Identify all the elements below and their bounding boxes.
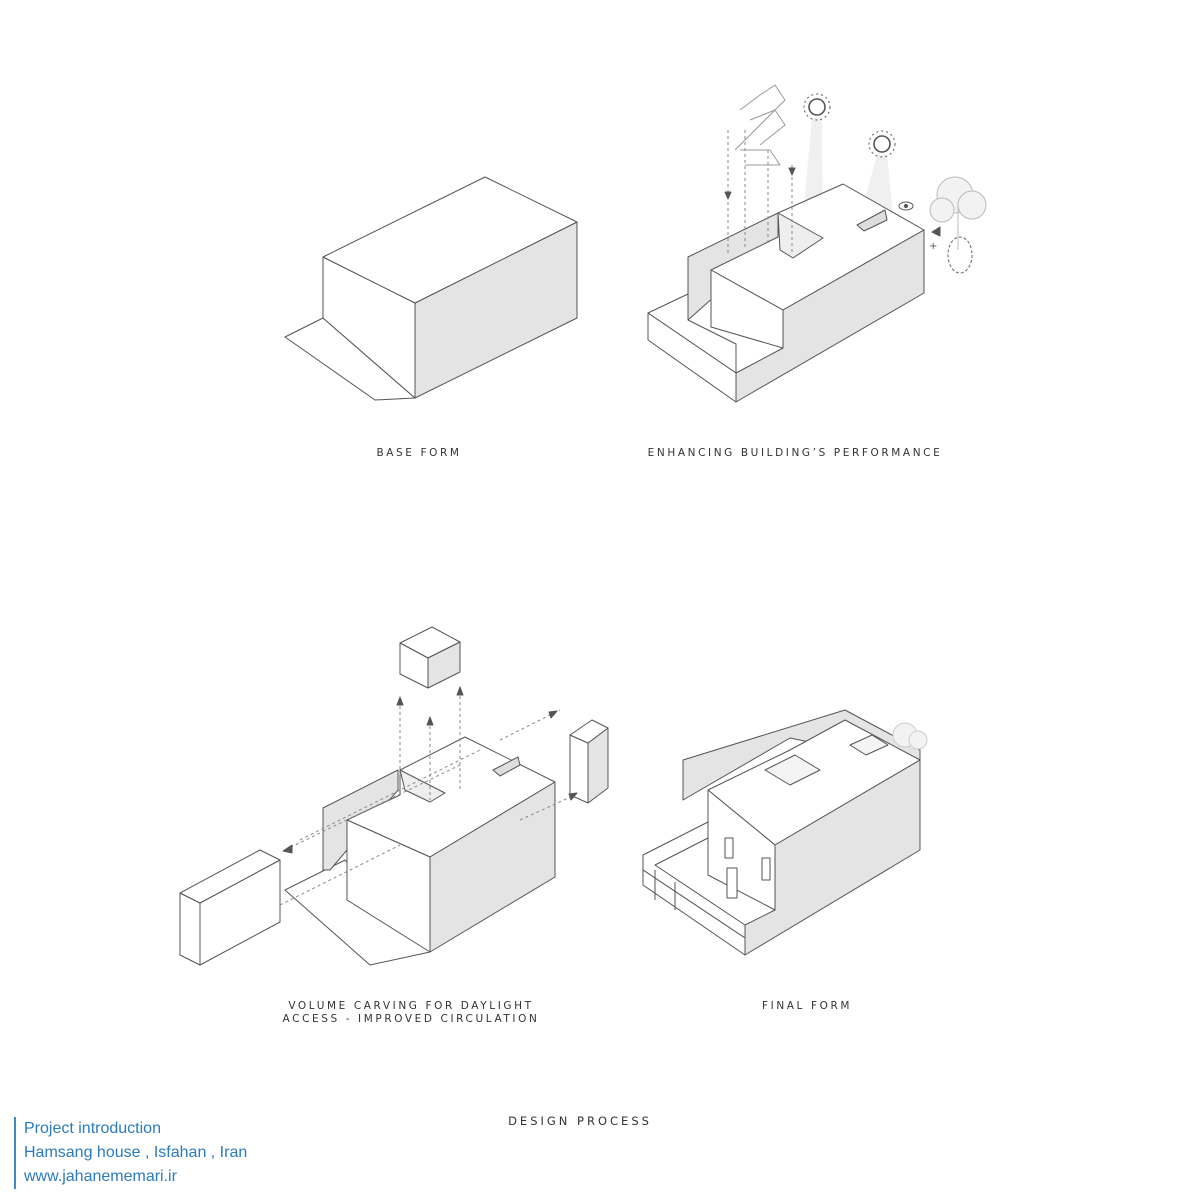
- base-form-diagram: [284, 176, 578, 401]
- project-footer: Project introduction Hamsang house , Isf…: [14, 1117, 247, 1189]
- arrow-down-icon: [788, 167, 796, 176]
- footer-line1: Project introduction: [24, 1120, 161, 1137]
- window: [724, 837, 734, 859]
- footer-website-link[interactable]: www.jahanememari.ir: [24, 1168, 177, 1185]
- plus-icon: +: [929, 241, 937, 252]
- sun-icon: [803, 93, 831, 121]
- roof-cut: [856, 209, 888, 232]
- page-title: DESIGN PROCESS: [508, 1114, 652, 1128]
- caption-carving-line2: ACCESS - IMPROVED CIRCULATION: [282, 1013, 540, 1025]
- right-slab-front: [569, 734, 589, 804]
- arrow-left-icon: [931, 226, 941, 237]
- courtyard-base: [642, 869, 746, 956]
- roof-box: [849, 734, 889, 756]
- caption-carving: VOLUME CARVING FOR DAYLIGHT ACCESS - IMP…: [283, 1000, 540, 1026]
- roof-box: [764, 754, 821, 786]
- tree-icon: [892, 722, 928, 750]
- right-slab-top: [569, 719, 609, 744]
- arrow-up-icon: [396, 696, 404, 706]
- roof-cut: [492, 756, 521, 777]
- enhancing-diagram: +: [647, 84, 987, 403]
- arrow-up-icon: [456, 686, 464, 696]
- door: [726, 867, 738, 899]
- left-slab-front: [179, 892, 201, 966]
- void: [777, 212, 824, 259]
- staircase-icon: [734, 84, 786, 166]
- footer-line2: Hamsang house , Isfahan , Iran: [24, 1144, 248, 1161]
- carving-diagram: [179, 626, 609, 966]
- tree-icon: [929, 176, 987, 274]
- arrow-right-icon: [568, 792, 578, 801]
- sun-icon: [868, 130, 896, 158]
- void: [399, 769, 446, 803]
- courtyard-box: [647, 312, 737, 403]
- front-face: [346, 819, 431, 953]
- box-top-face: [322, 176, 578, 304]
- arrow-left-icon: [282, 844, 293, 854]
- arrow-down-icon: [724, 191, 732, 200]
- arrow-right-icon: [548, 710, 558, 719]
- front-cube: [710, 269, 784, 349]
- caption-carving-line1: VOLUME CARVING FOR DAYLIGHT: [288, 1000, 534, 1012]
- floating-cube-right: [427, 641, 461, 689]
- left-slab-top: [179, 849, 281, 904]
- caption-final-form: FINAL FORM: [761, 1000, 853, 1012]
- eye-icon: [898, 201, 914, 211]
- final-form-diagram: [642, 709, 928, 956]
- caption-base-form: BASE FORM: [376, 447, 462, 459]
- front-face: [707, 789, 776, 911]
- caption-enhancing: ENHANCING BUILDING’S PERFORMANCE: [647, 447, 943, 459]
- arrow-up-icon: [426, 716, 434, 726]
- window: [761, 857, 771, 881]
